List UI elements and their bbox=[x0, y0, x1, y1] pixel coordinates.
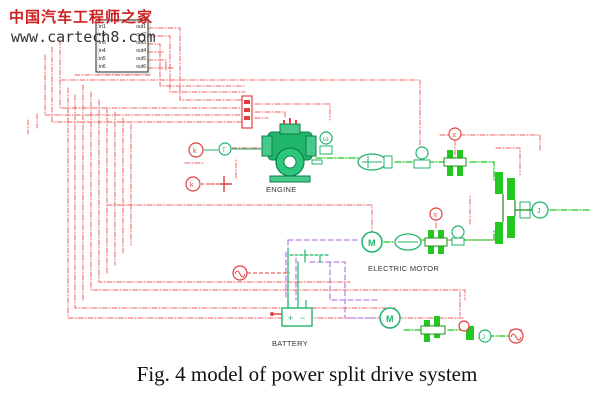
svg-text:J: J bbox=[537, 208, 541, 215]
figure-caption: Fig. 4 model of power split drive system bbox=[136, 362, 478, 386]
svg-text:π: π bbox=[433, 213, 437, 219]
signal-wiring bbox=[27, 27, 541, 331]
electric-wiring bbox=[285, 239, 381, 319]
engine-label: ENGINE bbox=[266, 185, 297, 194]
electric-motor-label: ELECTRIC MOTOR bbox=[368, 264, 440, 273]
motor-clutch[interactable] bbox=[394, 233, 422, 251]
svg-text:+: + bbox=[288, 313, 293, 323]
svg-text:−: − bbox=[300, 313, 305, 323]
block-input-in4: in4 bbox=[99, 48, 106, 54]
block-output-out5: out5 bbox=[136, 56, 146, 62]
planetary-gear-engine[interactable]: π bbox=[443, 127, 467, 176]
drive-shafts bbox=[315, 157, 591, 337]
block-input-in6: in6 bbox=[99, 64, 106, 70]
battery-pack[interactable]: + − bbox=[270, 300, 313, 327]
svg-text:T: T bbox=[222, 148, 226, 154]
block-output-ports: out1 out2 out3 out4 out5 out6 bbox=[136, 24, 146, 70]
svg-text:π: π bbox=[452, 133, 456, 139]
svg-text:k: k bbox=[193, 148, 197, 155]
motor-speed-meter[interactable] bbox=[451, 225, 465, 246]
block-input-in1: in1 bbox=[99, 24, 106, 30]
block-input-ports: in1 in2 in3 in4 in5 in6 bbox=[99, 24, 106, 70]
component-links bbox=[287, 247, 331, 311]
svg-text:k: k bbox=[190, 182, 194, 189]
torque-input[interactable]: k bbox=[185, 176, 232, 192]
engine-speed-meter[interactable] bbox=[413, 146, 431, 169]
svg-text:J: J bbox=[482, 335, 485, 341]
svg-text:ω: ω bbox=[323, 136, 329, 143]
block-output-out4: out4 bbox=[136, 48, 146, 54]
generator-motor[interactable]: M bbox=[379, 307, 401, 329]
engine-block[interactable] bbox=[261, 118, 317, 183]
clutch-engine[interactable] bbox=[357, 153, 393, 171]
block-output-out3: out3 bbox=[136, 40, 146, 46]
lower-gearset[interactable]: J bbox=[420, 316, 492, 343]
block-input-in5: in5 bbox=[99, 56, 106, 62]
signal-generator[interactable] bbox=[232, 265, 290, 281]
final-drive-gearbox[interactable]: J bbox=[495, 172, 549, 244]
watermark-url: www.cartech8.com bbox=[11, 28, 156, 46]
electric-motor[interactable]: M bbox=[361, 231, 383, 253]
svg-text:M: M bbox=[368, 238, 376, 248]
signal-junction-block[interactable] bbox=[241, 95, 253, 129]
battery-label: BATTERY bbox=[272, 339, 308, 348]
block-output-out6: out6 bbox=[136, 64, 146, 70]
block-output-out2: out2 bbox=[136, 32, 146, 38]
block-input-in2: in2 bbox=[99, 32, 106, 38]
watermark-site-name: 中国汽车工程师之家 bbox=[9, 8, 154, 26]
svg-text:M: M bbox=[386, 314, 394, 324]
engine-speed-sensor[interactable]: ω bbox=[319, 131, 333, 155]
throttle-input[interactable]: k T bbox=[188, 142, 262, 158]
load-signal-source[interactable] bbox=[508, 328, 524, 344]
planetary-gear-motor[interactable]: π bbox=[424, 207, 448, 254]
block-input-in3: in3 bbox=[99, 40, 106, 46]
block-output-out1: out1 bbox=[136, 24, 146, 30]
engine-output-flange bbox=[311, 159, 323, 165]
